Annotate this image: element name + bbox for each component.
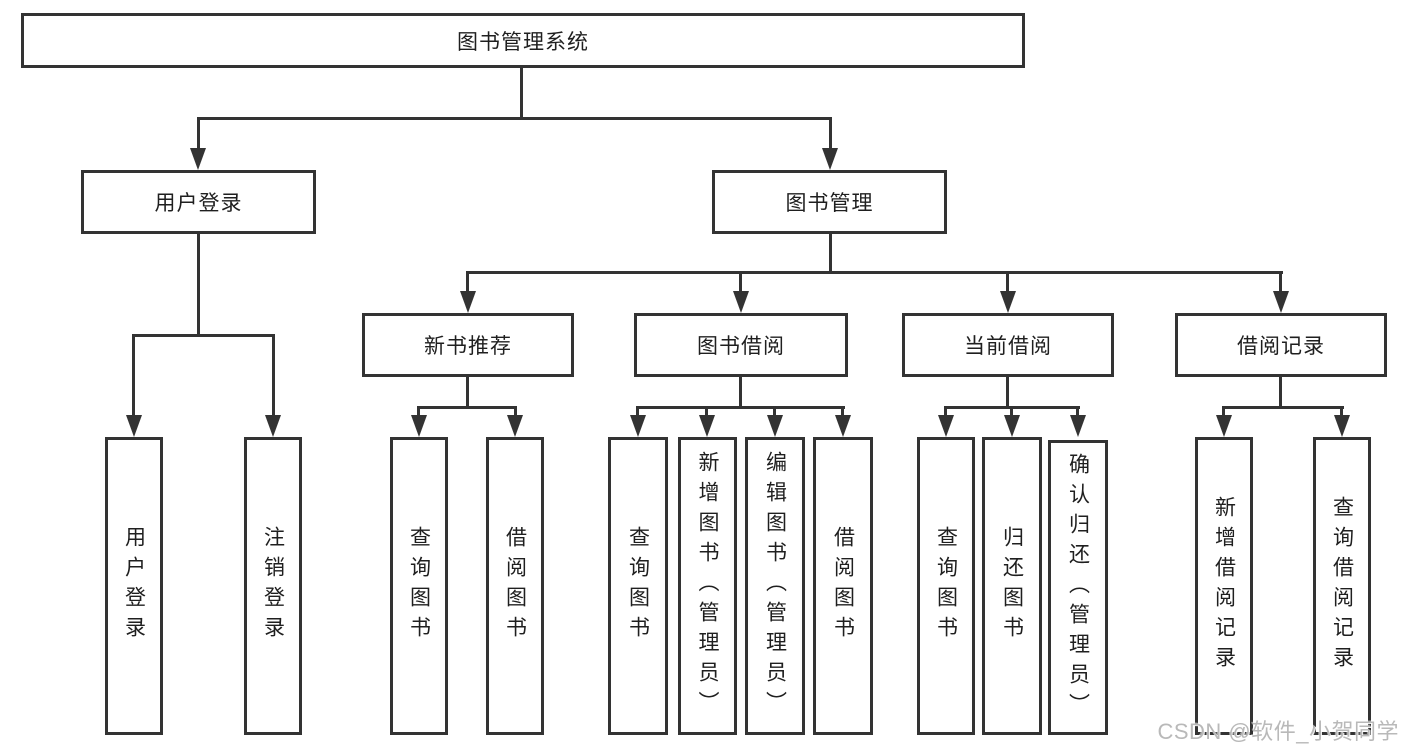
- node-root-label: 图书管理系统: [457, 30, 589, 54]
- arrowhead-down: [1000, 291, 1016, 313]
- connector-bw-branch: [636, 406, 845, 409]
- leaf-rec-add-borrow-record-label: 新增借阅记录: [1212, 496, 1236, 676]
- leaf-cur-confirm-return-admin-label: 确认归还（管理员）: [1066, 452, 1090, 723]
- node-borrow-records-label: 借阅记录: [1237, 335, 1325, 358]
- arrowhead-down: [1273, 291, 1289, 313]
- connector-login-drop: [197, 234, 200, 336]
- node-new-book-recommend-label: 新书推荐: [424, 335, 512, 358]
- connector-bw-drop: [739, 377, 742, 408]
- leaf-nb-query-books: 查询图书: [390, 437, 448, 735]
- arrowhead-down: [822, 148, 838, 170]
- arrowhead-down: [1070, 415, 1086, 437]
- connector-bw-stub-2: [705, 406, 708, 417]
- arrowhead-down: [1004, 415, 1020, 437]
- connector-login-stub-2: [272, 334, 275, 417]
- connector-rec-stub-1: [1222, 406, 1225, 417]
- arrowhead-down: [630, 415, 646, 437]
- leaf-nb-query-books-label: 查询图书: [407, 526, 431, 646]
- connector-rec-drop: [1279, 377, 1282, 408]
- node-book-management: 图书管理: [712, 170, 947, 234]
- leaf-cur-query-books: 查询图书: [917, 437, 975, 735]
- node-new-book-recommend: 新书推荐: [362, 313, 574, 377]
- node-book-borrow: 图书借阅: [634, 313, 848, 377]
- connector-mgmt-stub-2: [739, 271, 742, 297]
- leaf-rec-query-borrow-record: 查询借阅记录: [1313, 437, 1371, 735]
- arrowhead-down: [767, 415, 783, 437]
- connector-rec-stub-2: [1340, 406, 1343, 417]
- connector-root-branch: [197, 117, 832, 120]
- connector-root-stub-left: [197, 117, 200, 150]
- leaf-nb-borrow-books-label: 借阅图书: [503, 526, 527, 646]
- arrowhead-down: [1216, 415, 1232, 437]
- leaf-bw-add-books-admin: 新增图书（管理员）: [678, 437, 737, 735]
- connector-mgmt-branch: [466, 271, 1283, 274]
- leaf-bw-edit-books-admin-label: 编辑图书（管理员）: [763, 451, 787, 721]
- leaf-bw-query-books: 查询图书: [608, 437, 668, 735]
- arrowhead-down: [190, 148, 206, 170]
- node-user-login: 用户登录: [81, 170, 316, 234]
- connector-login-branch: [132, 334, 275, 337]
- arrowhead-down: [411, 415, 427, 437]
- connector-nb-branch: [417, 406, 517, 409]
- arrowhead-down: [507, 415, 523, 437]
- arrowhead-down: [126, 415, 142, 437]
- node-root: 图书管理系统: [21, 13, 1025, 68]
- leaf-bw-edit-books-admin: 编辑图书（管理员）: [745, 437, 805, 735]
- connector-root-drop: [520, 68, 523, 118]
- connector-bw-stub-3: [773, 406, 776, 417]
- arrowhead-down: [733, 291, 749, 313]
- connector-cur-stub-3: [1076, 406, 1079, 417]
- leaf-cur-query-books-label: 查询图书: [934, 526, 958, 646]
- leaf-rec-add-borrow-record: 新增借阅记录: [1195, 437, 1253, 735]
- leaf-bw-borrow-books: 借阅图书: [813, 437, 873, 735]
- connector-mgmt-stub-1: [466, 271, 469, 297]
- arrowhead-down: [265, 415, 281, 437]
- node-book-borrow-label: 图书借阅: [697, 335, 785, 358]
- connector-bw-stub-4: [841, 406, 844, 417]
- connector-rec-branch: [1222, 406, 1344, 409]
- leaf-bw-add-books-admin-label: 新增图书（管理员）: [696, 451, 719, 721]
- connector-root-stub-right: [829, 117, 832, 150]
- connector-cur-drop: [1006, 377, 1009, 408]
- connector-bw-stub-1: [636, 406, 639, 417]
- connector-mgmt-stub-3: [1006, 271, 1009, 297]
- connector-mgmt-stub-4: [1279, 271, 1282, 297]
- node-current-borrow: 当前借阅: [902, 313, 1114, 377]
- node-user-login-label: 用户登录: [154, 192, 243, 215]
- node-book-management-label: 图书管理: [785, 192, 874, 215]
- arrowhead-down: [1334, 415, 1350, 437]
- leaf-user-login-label: 用户登录: [122, 526, 146, 646]
- connector-mgmt-drop: [829, 234, 832, 274]
- leaf-bw-borrow-books-label: 借阅图书: [831, 526, 855, 646]
- connector-nb-stub-1: [417, 406, 420, 417]
- leaf-user-login: 用户登录: [105, 437, 163, 735]
- leaf-logout-label: 注销登录: [261, 526, 285, 646]
- node-borrow-records: 借阅记录: [1175, 313, 1387, 377]
- connector-cur-stub-1: [944, 406, 947, 417]
- arrowhead-down: [938, 415, 954, 437]
- connector-nb-stub-2: [514, 406, 517, 417]
- leaf-rec-query-borrow-record-label: 查询借阅记录: [1330, 496, 1354, 676]
- connector-nb-drop: [466, 377, 469, 408]
- arrowhead-down: [460, 291, 476, 313]
- leaf-cur-confirm-return-admin: 确认归还（管理员）: [1048, 440, 1108, 735]
- connector-login-stub-1: [132, 334, 135, 417]
- node-current-borrow-label: 当前借阅: [964, 335, 1052, 358]
- connector-cur-stub-2: [1010, 406, 1013, 417]
- leaf-cur-return-books: 归还图书: [982, 437, 1042, 735]
- arrowhead-down: [835, 415, 851, 437]
- leaf-nb-borrow-books: 借阅图书: [486, 437, 544, 735]
- arrowhead-down: [699, 415, 715, 437]
- leaf-logout: 注销登录: [244, 437, 302, 735]
- leaf-bw-query-books-label: 查询图书: [626, 526, 650, 646]
- leaf-cur-return-books-label: 归还图书: [1000, 526, 1024, 646]
